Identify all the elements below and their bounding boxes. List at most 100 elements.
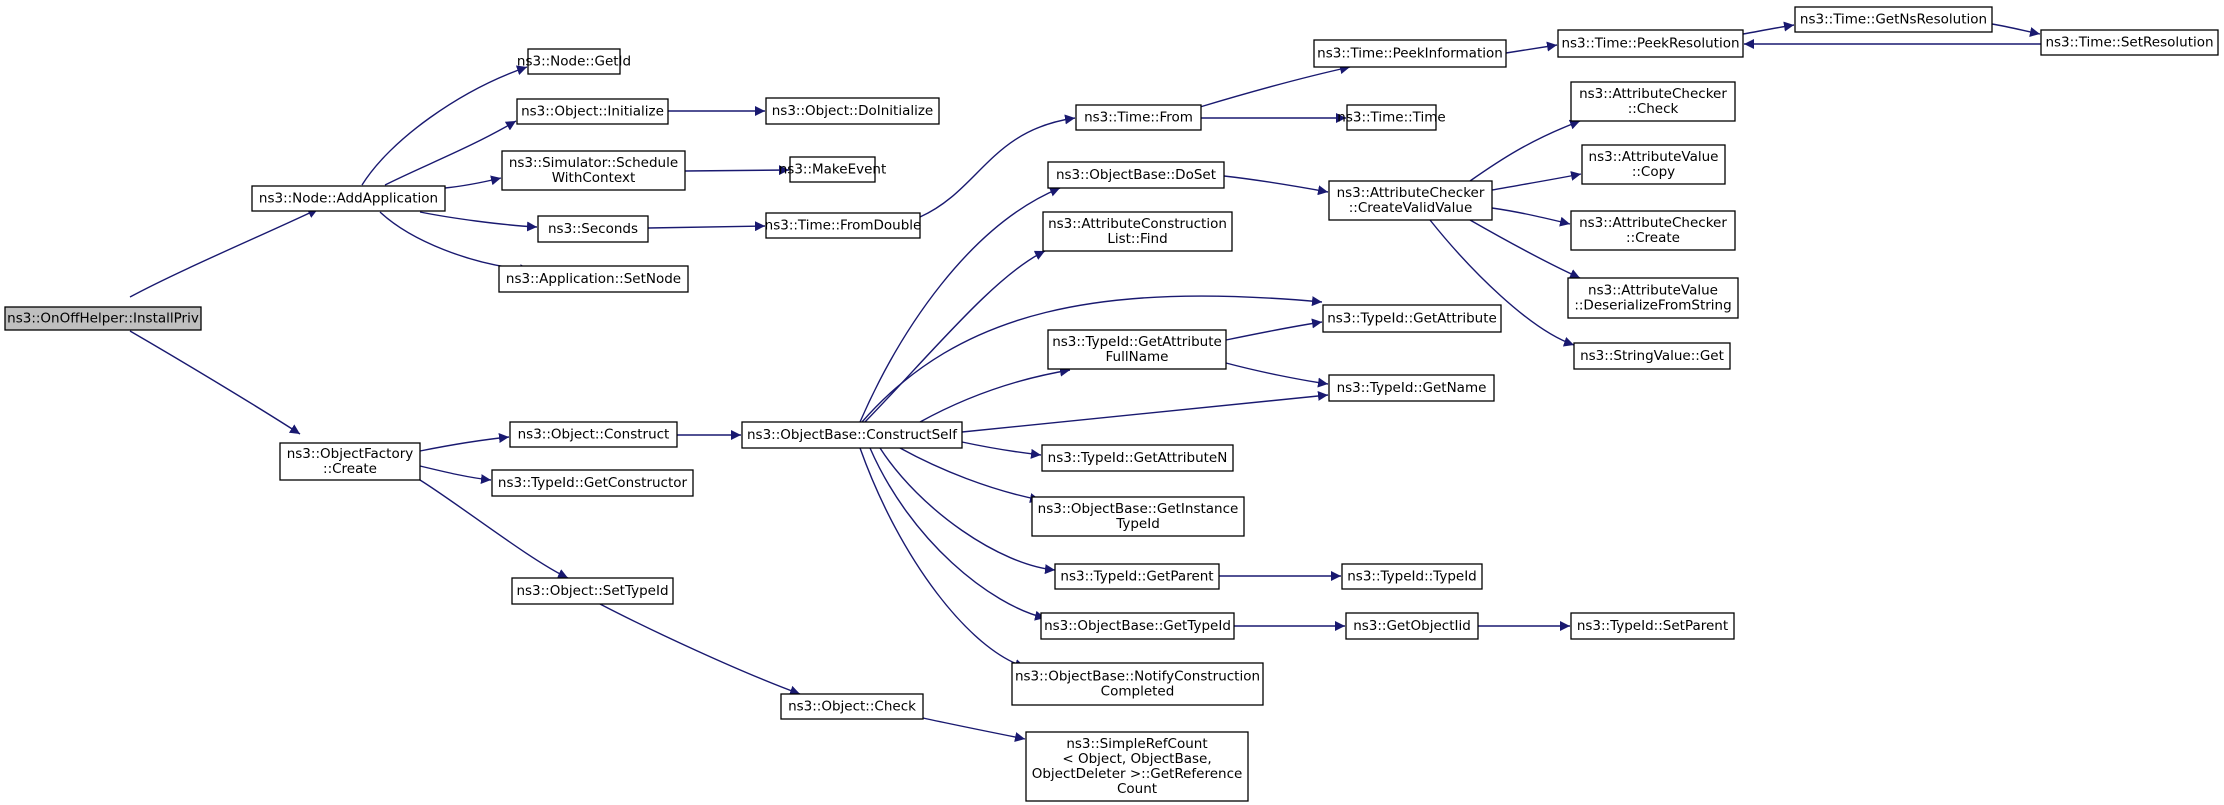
node-getobjectiid[interactable]: ns3::GetObjectIid [1345, 612, 1479, 640]
node-box [537, 215, 649, 243]
edge-attributechecker-createvalidvalue-to-stringvalue-get [1429, 219, 1575, 347]
edge-add-application-to-simulator-schedule [444, 175, 502, 189]
node-time-getnsresolution[interactable]: ns3::Time::GetNsResolution [1794, 6, 1993, 33]
node-label: ::Create [323, 461, 377, 477]
node-label: TypeId [1115, 516, 1160, 532]
node-typeid-getname[interactable]: ns3::TypeId::GetName [1328, 374, 1495, 402]
node-box [511, 577, 674, 605]
edge-objectbase-doset-to-attributechecker-createvalidvalue [1223, 175, 1329, 196]
node-typeid-typeid[interactable]: ns3::TypeId::TypeId [1341, 563, 1483, 590]
node-time-setresolution[interactable]: ns3::Time::SetResolution [2040, 29, 2219, 56]
node-attributechecker-createvalidvalue[interactable]: ns3::AttributeChecker::CreateValidValue [1328, 180, 1493, 221]
nodes-layer: ns3::OnOffHelper::InstallPrivns3::Node::… [4, 6, 2219, 802]
node-label: ::Copy [1632, 164, 1675, 180]
edge-object-factory-create-to-object-settypeid [419, 479, 569, 579]
node-box [516, 98, 669, 125]
node-typeid-getconstructor[interactable]: ns3::TypeId::GetConstructor [491, 469, 694, 497]
node-box [1570, 81, 1736, 122]
node-box [1322, 304, 1502, 333]
node-object-construct[interactable]: ns3::Object::Construct [509, 421, 678, 448]
node-object-initialize[interactable]: ns3::Object::Initialize [516, 98, 669, 125]
node-add-application[interactable]: ns3::Node::AddApplication [251, 185, 446, 212]
node-box [1345, 612, 1479, 640]
node-seconds[interactable]: ns3::Seconds [537, 215, 649, 243]
node-label: ns3::Simulator::Schedule [509, 155, 678, 171]
node-simplerefcount-getreferencecount[interactable]: ns3::SimpleRefCount< Object, ObjectBase,… [1025, 731, 1249, 802]
node-time-peekresolution[interactable]: ns3::Time::PeekResolution [1557, 29, 1744, 58]
node-attributechecker-create[interactable]: ns3::AttributeChecker::Create [1570, 210, 1736, 251]
edge-typeid-getattributefullname-to-typeid-getname [1225, 362, 1329, 388]
node-box [509, 421, 678, 448]
edge-objectbase-constructself-to-objectbase-notifyconstructioncompleted [859, 447, 1026, 669]
edge-attributechecker-createvalidvalue-to-attributevalue-copy [1491, 170, 1582, 191]
node-label: FullName [1106, 349, 1169, 365]
node-box [4, 306, 202, 331]
node-object-factory-create[interactable]: ns3::ObjectFactory::Create [279, 442, 421, 481]
node-box [1328, 374, 1495, 402]
node-box [279, 442, 421, 481]
node-make-event[interactable]: ns3::MakeEvent [779, 156, 887, 183]
node-application-setnode[interactable]: ns3::Application::SetNode [498, 265, 689, 293]
edge-objectbase-constructself-to-typeid-getparent [879, 447, 1056, 575]
node-attributechecker-check[interactable]: ns3::AttributeChecker::Check [1570, 81, 1736, 122]
node-label: ns3::TypeId::GetConstructor [498, 475, 688, 491]
node-label: ns3::TypeId::TypeId [1347, 569, 1477, 585]
node-box [1313, 39, 1507, 68]
node-label: ns3::ObjectBase::DoSet [1056, 167, 1216, 183]
node-label: ns3::Node::GetId [517, 54, 631, 70]
node-object-settypeid[interactable]: ns3::Object::SetTypeId [511, 577, 674, 605]
node-stringvalue-get[interactable]: ns3::StringValue::Get [1573, 342, 1731, 370]
node-time-from[interactable]: ns3::Time::From [1075, 104, 1202, 131]
node-label: ns3::Object::DoInitialize [772, 103, 934, 119]
node-typeid-getparent[interactable]: ns3::TypeId::GetParent [1054, 563, 1220, 590]
node-box [765, 212, 921, 239]
node-label: ns3::AttributeValue [1588, 283, 1718, 299]
node-label: Completed [1101, 684, 1175, 700]
edge-objectbase-constructself-to-typeid-getname [961, 390, 1329, 433]
node-label: ns3::Time::PeekResolution [1561, 36, 1739, 52]
node-label: ObjectDeleter >::GetReference [1032, 766, 1243, 782]
node-box [1075, 104, 1202, 131]
edge-objectbase-constructself-to-typeid-getattributefullname [919, 366, 1071, 423]
edge-simulator-schedule-to-make-event [684, 165, 790, 176]
node-objectbase-doset[interactable]: ns3::ObjectBase::DoSet [1047, 161, 1225, 189]
node-objectbase-constructself[interactable]: ns3::ObjectBase::ConstructSelf [741, 421, 963, 449]
node-box [741, 421, 963, 449]
node-objectbase-gettypeid[interactable]: ns3::ObjectBase::GetTypeId [1040, 612, 1235, 640]
node-object-doinitialize[interactable]: ns3::Object::DoInitialize [765, 97, 940, 125]
node-time-fromdouble[interactable]: ns3::Time::FromDouble [765, 212, 922, 239]
node-label: ns3::TypeId::GetAttribute [1327, 311, 1497, 327]
node-typeid-getattribute[interactable]: ns3::TypeId::GetAttribute [1322, 304, 1502, 333]
node-object-check[interactable]: ns3::Object::Check [780, 693, 924, 720]
node-box [2040, 29, 2219, 56]
node-label: ns3::TypeId::GetParent [1060, 569, 1213, 585]
node-time-peekinformation[interactable]: ns3::Time::PeekInformation [1313, 39, 1507, 68]
node-box [1557, 29, 1744, 58]
node-box [501, 150, 686, 191]
edge-object-factory-create-to-object-construct [419, 433, 510, 452]
node-box [1570, 210, 1736, 251]
node-typeid-setparent[interactable]: ns3::TypeId::SetParent [1570, 612, 1735, 640]
node-label: WithContext [552, 170, 636, 186]
edge-time-fromdouble-to-time-from [919, 114, 1076, 218]
edge-objectbase-constructself-to-typeid-getattributen [961, 441, 1042, 459]
node-attributevalue-deserialize[interactable]: ns3::AttributeValue::DeserializeFromStri… [1567, 277, 1739, 319]
node-label: ns3::Seconds [548, 221, 638, 237]
node-label: ::CreateValidValue [1349, 200, 1473, 216]
edge-typeid-getattributefullname-to-typeid-getattribute [1225, 318, 1323, 341]
node-objectbase-notifyconstructioncompleted[interactable]: ns3::ObjectBase::NotifyConstructionCompl… [1011, 662, 1264, 706]
node-box [1011, 662, 1264, 706]
edge-install-priv-to-add-application [129, 208, 319, 298]
node-typeid-getattributen[interactable]: ns3::TypeId::GetAttributeN [1041, 444, 1234, 472]
edge-objectbase-constructself-to-objectbase-doset [859, 187, 1061, 423]
node-node-getid[interactable]: ns3::Node::GetId [517, 48, 631, 75]
node-label: ns3::AttributeChecker [1579, 86, 1727, 102]
node-time-time[interactable]: ns3::Time::Time [1337, 104, 1446, 131]
node-label: ns3::Time::From [1084, 110, 1193, 126]
node-attributevalue-copy[interactable]: ns3::AttributeValue::Copy [1581, 144, 1726, 185]
